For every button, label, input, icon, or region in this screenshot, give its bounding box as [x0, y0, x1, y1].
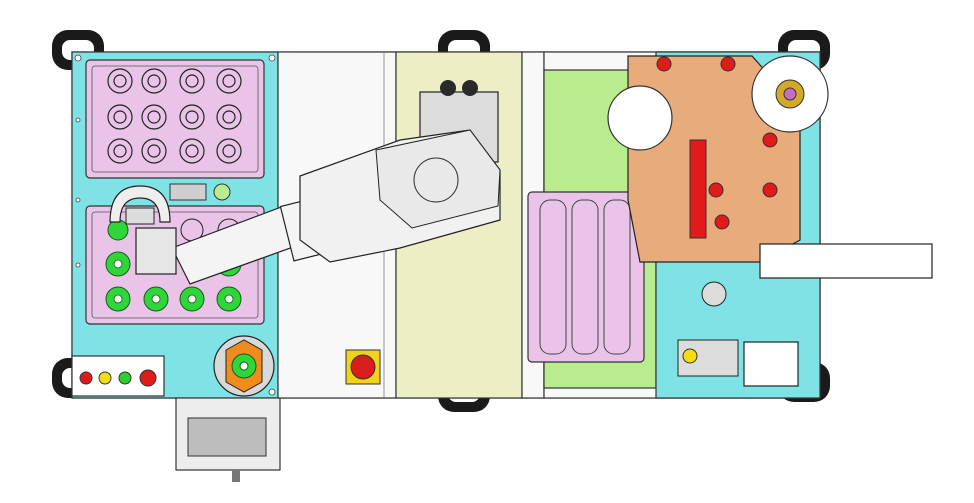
signal-lamp-icon — [118, 371, 132, 385]
label-spool — [607, 85, 673, 151]
indicator-lamp — [213, 183, 231, 201]
clamp-fixture — [677, 281, 799, 387]
gripper-icon — [109, 185, 171, 225]
signal-lamp-panel — [71, 355, 165, 397]
rotary-fixture — [213, 335, 275, 397]
conveyor-chute — [689, 139, 933, 279]
hmi-touch-panel — [175, 397, 281, 482]
signal-lamp-icon — [98, 371, 112, 385]
tray-pink-4x3 — [85, 59, 265, 179]
signal-lamp-icon — [139, 369, 157, 387]
signal-lamp-icon — [79, 371, 93, 385]
sensor-block — [169, 183, 207, 201]
robot-arm — [135, 129, 501, 285]
label-roll-icon — [751, 55, 829, 133]
emergency-stop-icon — [345, 349, 381, 385]
parts-tray — [527, 191, 645, 363]
